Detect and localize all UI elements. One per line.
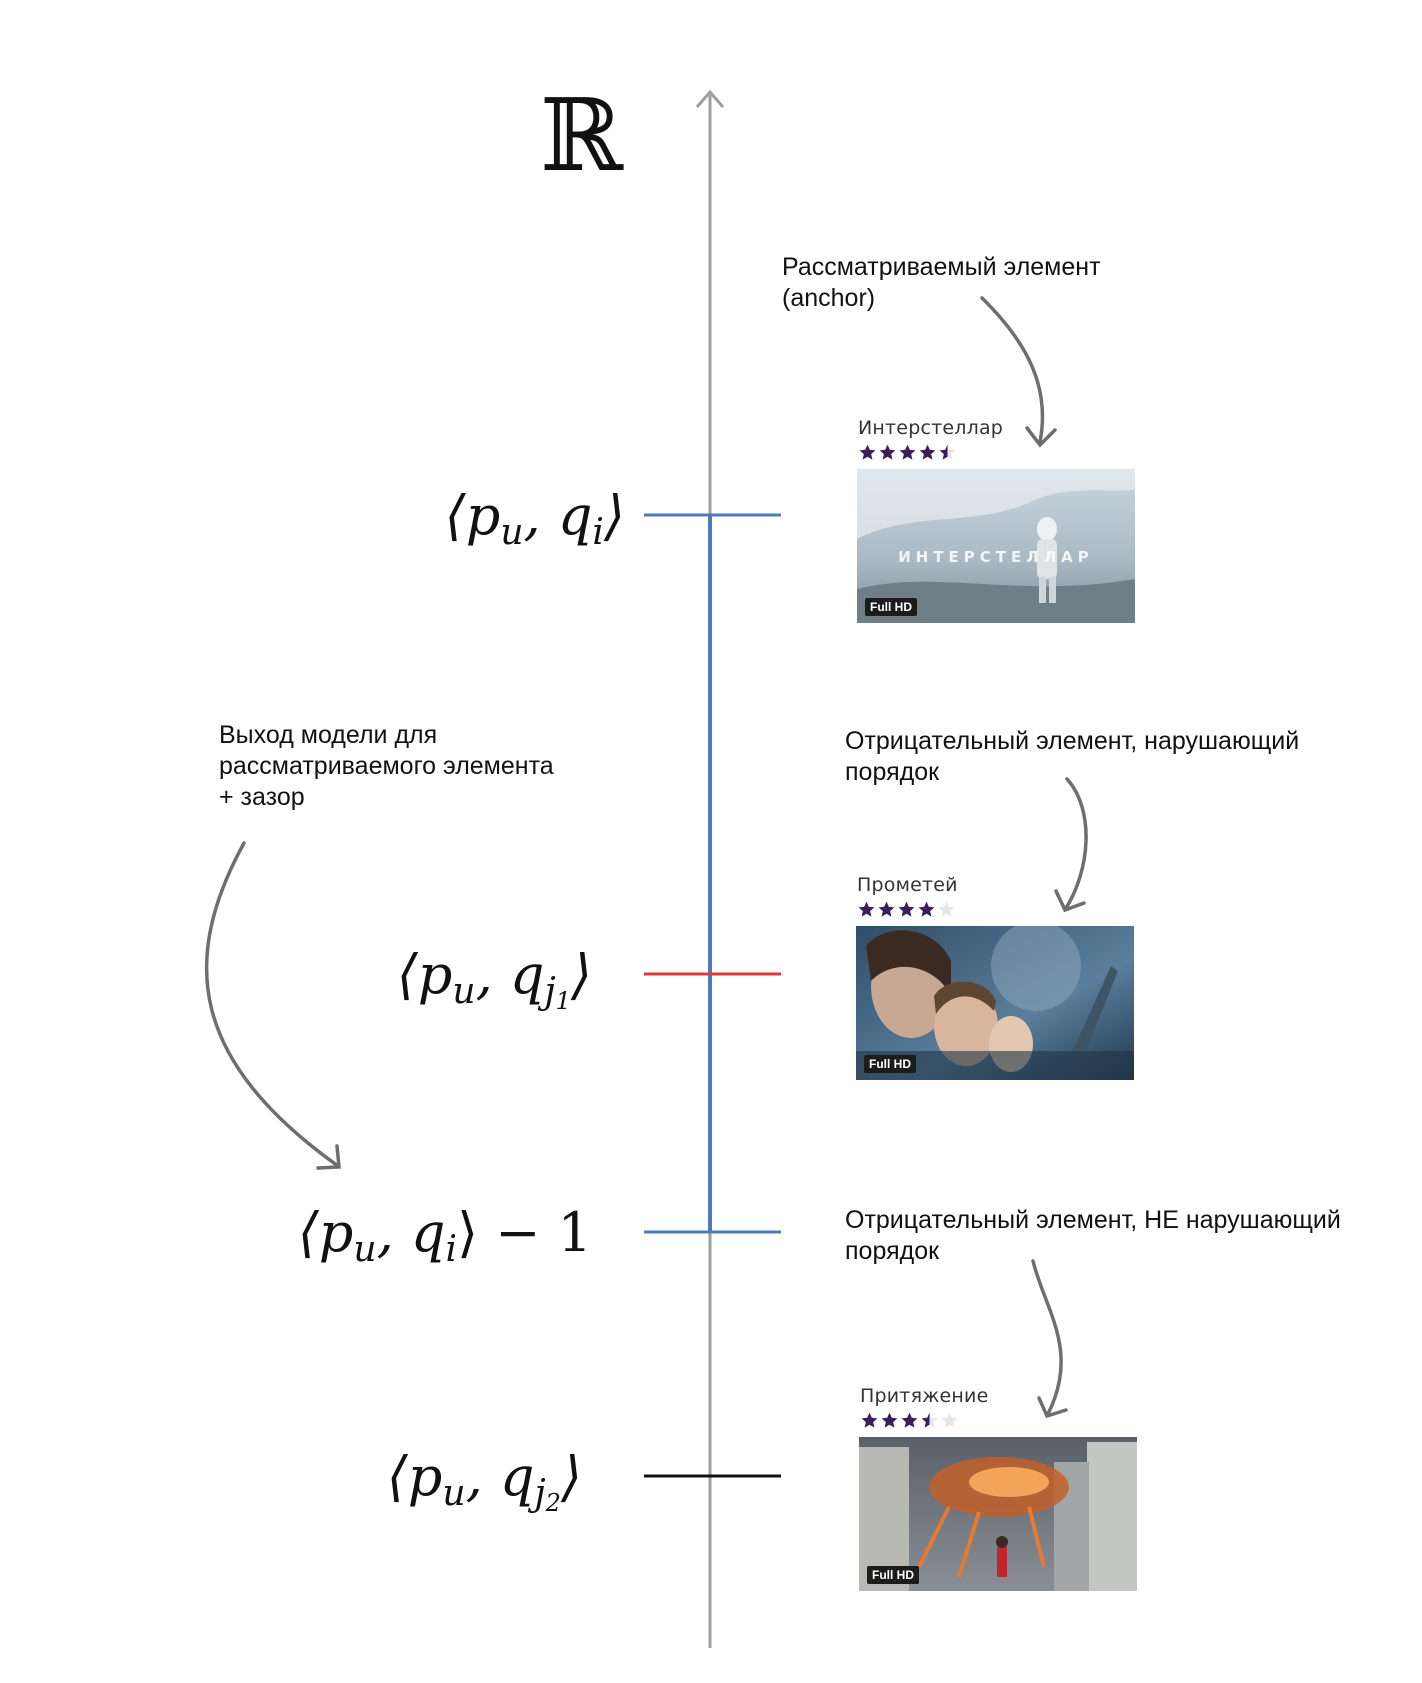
level-label-anchor: ⟨pu, qi⟩ [445, 484, 625, 553]
quality-badge: Full HD [867, 1566, 919, 1584]
rating-stars [858, 443, 1135, 463]
movie-card-attraction[interactable]: Притяжение Full HD [859, 1385, 1137, 1591]
star-half-icon [921, 1412, 938, 1428]
poster-art-interstellar [857, 469, 1135, 623]
star-full-icon [919, 444, 936, 460]
poster-title-overlay: ИНТЕРСТЕЛЛАР [898, 548, 1094, 566]
star-full-icon [898, 901, 915, 917]
movie-title: Притяжение [860, 1385, 989, 1407]
annotation-anchor: Рассматриваемый элемент (anchor) [782, 253, 1101, 312]
star-full-icon [918, 901, 935, 917]
star-full-icon [899, 444, 916, 460]
star-full-icon [859, 444, 876, 460]
quality-badge: Full HD [865, 598, 917, 616]
level-label-negative-1: ⟨pu, qj1⟩ [397, 943, 592, 1015]
axis-arrowhead [695, 89, 725, 108]
rating-stars [860, 1411, 1137, 1431]
poster-art-attraction [859, 1437, 1137, 1591]
star-full-icon [858, 901, 875, 917]
annotation-negative-violating: Отрицательный элемент, нарушающий порядо… [845, 727, 1300, 786]
annotation-model-output: Выход модели для рассматриваемого элемен… [219, 721, 554, 811]
level-label-margin: ⟨pu, qi⟩ − 1 [298, 1201, 592, 1270]
movie-poster: Full HD [856, 926, 1134, 1080]
poster-art-prometheus [856, 926, 1134, 1080]
arrow-anchor [980, 296, 1057, 448]
star-full-icon [878, 901, 895, 917]
movie-poster: Full HD [859, 1437, 1137, 1591]
movie-title: Прометей [857, 874, 958, 896]
rating-stars [857, 900, 1134, 920]
movie-card-interstellar[interactable]: Интерстеллар ИНТЕРСТЕЛЛАР Full HD [857, 417, 1135, 623]
arrow-model-output [204, 841, 341, 1170]
movie-poster: ИНТЕРСТЕЛЛАР Full HD [857, 469, 1135, 623]
star-empty-icon [941, 1412, 958, 1428]
movie-title: Интерстеллар [858, 417, 1004, 439]
annotation-negative-not-violating: Отрицательный элемент, НЕ нарушающий пор… [845, 1206, 1341, 1265]
star-half-icon [939, 444, 956, 460]
arrow-negative-not-violating [1031, 1259, 1068, 1419]
arrow-negative-violating [1054, 777, 1088, 913]
level-label-negative-2: ⟨pu, qj2⟩ [387, 1445, 582, 1517]
star-full-icon [901, 1412, 918, 1428]
movie-card-prometheus[interactable]: Прометей Full HD [856, 874, 1134, 1080]
star-empty-icon [938, 901, 955, 917]
star-full-icon [879, 444, 896, 460]
star-full-icon [881, 1412, 898, 1428]
quality-badge: Full HD [864, 1055, 916, 1073]
star-full-icon [861, 1412, 878, 1428]
svg-text:⟨pu, qi⟩ − 1: ⟨pu, qi⟩ − 1 [298, 1201, 592, 1270]
svg-text:⟨pu, qj2⟩: ⟨pu, qj2⟩ [387, 1445, 582, 1517]
svg-text:⟨pu, qi⟩: ⟨pu, qi⟩ [445, 484, 625, 553]
real-numbers-symbol: ℝ [540, 77, 624, 194]
svg-text:⟨pu, qj1⟩: ⟨pu, qj1⟩ [397, 943, 592, 1015]
